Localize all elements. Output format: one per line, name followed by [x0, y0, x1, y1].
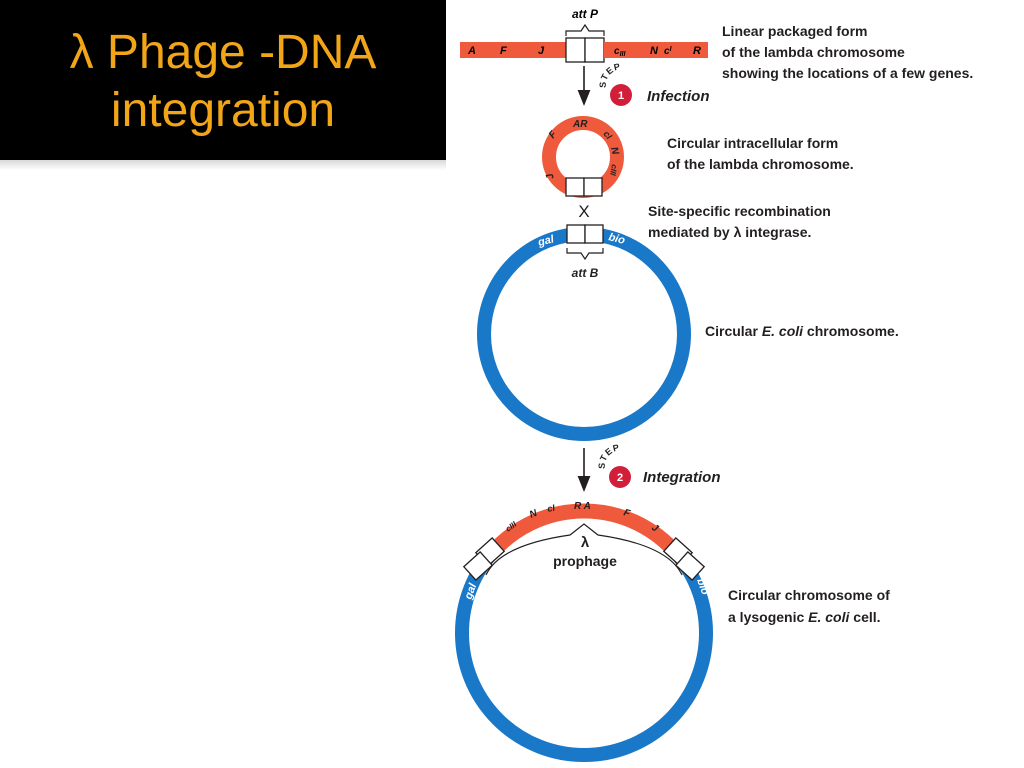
lysogen-att-site-right-inner [674, 551, 706, 581]
att-b-site-left [566, 224, 586, 244]
title-panel-shadow [0, 160, 446, 170]
lysogen-gene-j: J [649, 522, 660, 535]
step-2-number: 2 [617, 472, 623, 484]
step-2-circle [609, 466, 631, 488]
step-1-word: STEP [598, 61, 622, 88]
att-p-label: att P [572, 7, 599, 21]
prophage-label: prophage [553, 553, 617, 569]
step-1-badge: STEP 1 [598, 61, 632, 106]
gene-label-n: N [650, 45, 659, 57]
ecoli-gal-label: gal [536, 233, 556, 249]
ecoli-chromosome: gal bio att B [477, 224, 691, 441]
step-1-number: 1 [618, 90, 624, 102]
recombination-caption-line-1: Site-specific recombination [648, 203, 831, 219]
att-b-site-right [584, 224, 604, 244]
phage-gene-ar: AR [572, 119, 588, 130]
circular-caption-line-2: of the lambda chromosome. [667, 156, 854, 172]
lysogen-caption-line-1: Circular chromosome of [728, 587, 890, 603]
title-panel [0, 0, 446, 160]
linear-caption-line-3: showing the locations of a few genes. [722, 65, 973, 81]
recombination-cross: X [578, 202, 589, 221]
ecoli-bio-label: bio [607, 231, 626, 247]
lysogen-caption: Circular chromosome of a lysogenic E. co… [728, 587, 890, 625]
phage-att-site-left [565, 177, 585, 197]
step-1-circle [610, 84, 632, 106]
phage-gene-n: N [608, 146, 621, 157]
gene-label-ci: cI [664, 46, 673, 57]
lysogen-gene-n: N [528, 508, 540, 521]
step-1-label: Infection [647, 88, 710, 105]
prophage-bracket [485, 523, 683, 576]
linear-caption-line-1: Linear packaged form [722, 23, 868, 39]
lysogen-caption-line-2: a lysogenic E. coli cell. [728, 609, 881, 625]
step-2-word: STEP [597, 442, 621, 469]
lysogen-chromosome: cIII N cI R A F J gal bio λ prophage [455, 501, 713, 762]
phage-gene-j: J [544, 171, 556, 180]
att-b-label: att B [572, 266, 599, 280]
gene-label-a: A [467, 45, 476, 57]
att-p-site-left [565, 37, 586, 63]
ecoli-caption: Circular E. coli chromosome. [705, 323, 899, 339]
recombination-caption-line-2: mediated by λ integrase. [648, 224, 811, 240]
lysogen-att-site-left-inner [462, 551, 494, 581]
lysogen-bio-label: bio [694, 577, 711, 597]
linear-dna-bar-right [604, 42, 708, 58]
circular-form-caption: Circular intracellular form of the lambd… [667, 135, 854, 172]
slide-title-line-2: integration [110, 84, 336, 137]
att-p-bracket [565, 23, 605, 36]
lysogen-gal-label: gal [462, 581, 479, 602]
phage-att-site-right [583, 177, 603, 197]
gene-label-r: R [693, 45, 701, 57]
lysogen-gene-ra: R A [574, 501, 591, 512]
step-2-badge: STEP 2 [597, 442, 631, 488]
gene-label-ciii: cIII [614, 46, 626, 58]
prophage-segment [485, 503, 683, 559]
slide-title-line-1: λ Phage -DNA [69, 26, 377, 79]
circular-lambda-chromosome: AR cI N cIII F J [542, 116, 624, 198]
gene-label-j: J [538, 45, 545, 57]
linear-caption-line-2: of the lambda chromosome [722, 44, 905, 60]
circular-caption-line-1: Circular intracellular form [667, 135, 838, 151]
linear-form-caption: Linear packaged form of the lambda chrom… [722, 23, 973, 81]
prophage-lambda-symbol: λ [581, 534, 590, 551]
lysogen-gene-ci: cI [546, 503, 556, 514]
ecoli-ring [477, 227, 691, 441]
gene-label-f: F [500, 45, 507, 57]
slide-title: λ Phage -DNA integration [0, 24, 446, 140]
att-b-bracket [566, 248, 604, 261]
linear-dna-bar-left [460, 42, 566, 58]
phage-gene-ciii: cIII [608, 164, 619, 177]
step-2-label: Integration [643, 469, 721, 486]
linear-lambda-chromosome: att P A F J cIII N cI R [460, 7, 708, 63]
att-p-site-right [584, 37, 605, 63]
recombination-caption: Site-specific recombination mediated by … [648, 203, 831, 240]
lysogen-gene-f: F [622, 507, 632, 520]
